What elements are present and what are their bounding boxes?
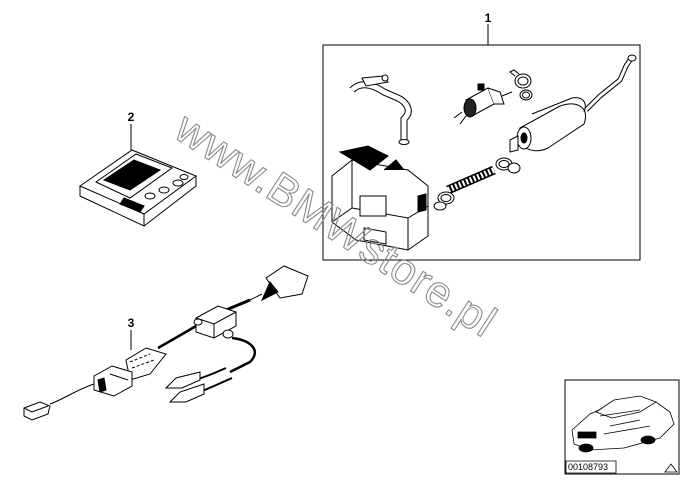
wiring-harness-icon [24,266,308,420]
reference-number-frame [566,461,616,473]
fuel-pump-icon [454,84,512,124]
thumbnail-box[interactable]: 00108793 [565,380,679,474]
part-group-1[interactable] [323,24,640,260]
triangle-icon [665,464,677,472]
group-1-frame [323,45,640,260]
corrugated-hose-icon [434,158,520,210]
callout-1: 1 [485,11,492,25]
hose-clamp-icon [510,70,532,100]
coolant-hose-icon [352,75,409,145]
control-module-icon [80,150,196,226]
reference-number: 00108793 [568,462,608,472]
part-group-2[interactable] [80,124,196,226]
callout-2: 2 [128,110,135,124]
callout-3: 3 [128,316,135,330]
part-group-3[interactable] [24,266,308,420]
exhaust-silencer-icon [510,55,636,152]
heater-unit-icon [332,146,428,250]
car-thumbnail-icon [572,396,674,452]
